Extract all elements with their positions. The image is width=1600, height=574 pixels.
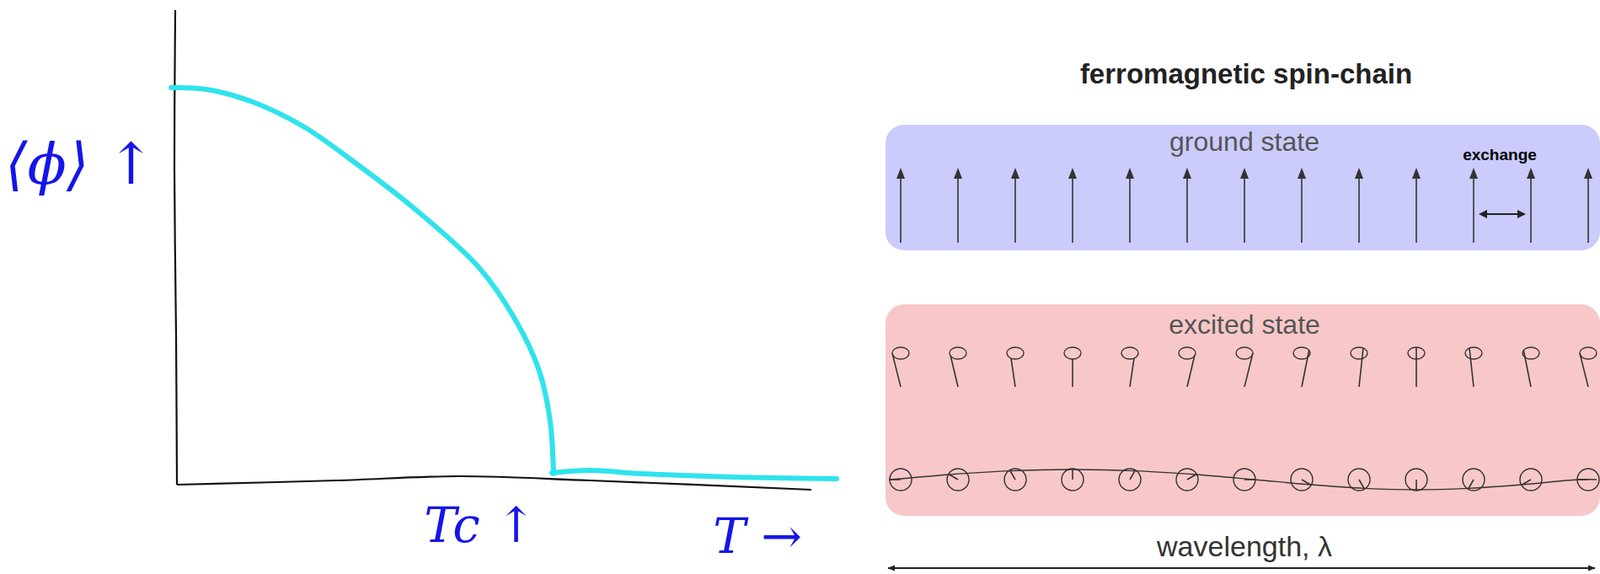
spin-arrow bbox=[1472, 173, 1475, 243]
spin-arrow bbox=[1071, 173, 1074, 243]
spin-arrow-head bbox=[1182, 167, 1192, 179]
spin-arrow bbox=[1243, 173, 1246, 243]
spin-wave bbox=[888, 469, 1597, 490]
spin-arrow-head bbox=[1526, 167, 1536, 179]
wavelength-arrow bbox=[888, 567, 1595, 569]
critical-temperature-label: Tc ↑ bbox=[423, 500, 537, 550]
spin-arrow-head bbox=[1412, 167, 1421, 179]
spin-line bbox=[1187, 356, 1195, 388]
spin-arrow-head bbox=[1068, 167, 1077, 179]
precessing-spins bbox=[888, 347, 1600, 491]
precession-ellipse bbox=[892, 347, 910, 359]
label-wrap: T → bbox=[712, 511, 803, 561]
spin-line bbox=[1129, 358, 1135, 387]
precession-ellipse bbox=[1064, 347, 1081, 359]
spin-line bbox=[1415, 347, 1418, 387]
spin-arrow-head bbox=[1125, 167, 1135, 179]
exchange-arrow-head bbox=[1478, 209, 1488, 219]
spin-arrow bbox=[899, 173, 902, 243]
spin-arrow-head bbox=[1469, 167, 1478, 179]
spin-line bbox=[1579, 353, 1589, 387]
spin-circle bbox=[1405, 468, 1428, 491]
spin-arrow-head bbox=[953, 167, 963, 179]
spin-line bbox=[950, 356, 958, 388]
spin-circle bbox=[947, 468, 969, 491]
spin-circle bbox=[1176, 468, 1199, 491]
precession-ellipse bbox=[1178, 347, 1196, 359]
spin-needle bbox=[1129, 470, 1135, 480]
spin-circle bbox=[1519, 468, 1542, 491]
wavelength-label: wavelength, λ bbox=[1153, 531, 1336, 561]
precession-ellipse bbox=[1236, 347, 1253, 359]
excited-state-band: excited state bbox=[885, 304, 1600, 516]
spin-line bbox=[1244, 353, 1253, 387]
spin-arrow bbox=[1186, 173, 1188, 243]
spin-arrow-head bbox=[1240, 167, 1249, 179]
precession-ellipse bbox=[1350, 347, 1368, 359]
order-parameter-curve bbox=[551, 470, 837, 479]
spin-needle bbox=[1468, 479, 1474, 488]
band-heading: ground state bbox=[1169, 128, 1320, 156]
precession-ellipse bbox=[1579, 347, 1597, 359]
order-parameter-curve bbox=[171, 87, 554, 474]
spin-arrow bbox=[1129, 173, 1131, 243]
spin-line bbox=[1011, 358, 1016, 387]
spin-line bbox=[1301, 350, 1310, 388]
spin-needle bbox=[1071, 469, 1074, 480]
band-fill bbox=[885, 304, 1600, 516]
precession-ellipse bbox=[1465, 347, 1483, 359]
spin-arrow-head bbox=[1583, 167, 1593, 179]
spin-circle bbox=[1290, 468, 1313, 491]
exchange-label: exchange bbox=[1462, 146, 1537, 163]
text-wrap: excited state bbox=[1168, 310, 1321, 338]
spin-needle bbox=[1187, 474, 1196, 480]
axis-label: ⟨ϕ⟩ ↑ bbox=[5, 135, 156, 193]
spin-line bbox=[892, 353, 901, 387]
spin-arrow bbox=[957, 173, 959, 243]
spin-arrows bbox=[896, 167, 1593, 243]
spin-arrow bbox=[1300, 173, 1303, 243]
label-wrap: ⟨ϕ⟩ ↑ bbox=[5, 135, 156, 193]
spin-arrow-head bbox=[1011, 167, 1020, 179]
label-wrap: Tc ↑ bbox=[423, 500, 537, 550]
label-wrap: wavelength, λ bbox=[1153, 531, 1336, 561]
spin-arrow bbox=[1415, 173, 1418, 243]
diagram-title: ferromagnetic spin-chain bbox=[1080, 59, 1413, 88]
spin-line bbox=[1359, 347, 1364, 387]
spin-needle bbox=[1010, 470, 1016, 480]
spin-circle bbox=[1061, 468, 1084, 491]
spin-arrow-head bbox=[896, 167, 905, 179]
spin-arrow-head bbox=[1297, 167, 1306, 179]
exchange-arrow-head bbox=[1517, 209, 1526, 219]
spin-circle bbox=[1118, 468, 1141, 491]
band-heading: excited state bbox=[1168, 310, 1321, 338]
precession-ellipse bbox=[1006, 347, 1024, 359]
spin-needle bbox=[1415, 479, 1418, 490]
spin-needle bbox=[1359, 479, 1365, 488]
text-wrap: exchange bbox=[1462, 146, 1537, 164]
spin-circle bbox=[1004, 468, 1027, 491]
ground-state-band: ground state exchange bbox=[885, 124, 1600, 251]
spin-arrow bbox=[1358, 173, 1360, 243]
spin-line bbox=[1071, 358, 1074, 387]
title-wrap: ferromagnetic spin-chain bbox=[1080, 59, 1413, 88]
spin-arrow bbox=[1587, 173, 1590, 243]
precession-ellipse bbox=[949, 347, 967, 359]
spin-line bbox=[1523, 350, 1531, 388]
band-fill bbox=[885, 124, 1600, 251]
spin-arrow bbox=[1014, 173, 1017, 243]
spin-line bbox=[1469, 347, 1474, 387]
y-axis bbox=[174, 10, 177, 485]
exchange-arrow bbox=[1485, 213, 1520, 215]
spin-needle bbox=[949, 474, 958, 480]
text-wrap: ground state bbox=[1169, 128, 1320, 156]
spin-arrow-head bbox=[1354, 167, 1364, 179]
axis-label: T → bbox=[712, 511, 803, 561]
precession-ellipse bbox=[1121, 347, 1139, 359]
spin-arrow bbox=[1530, 173, 1532, 243]
